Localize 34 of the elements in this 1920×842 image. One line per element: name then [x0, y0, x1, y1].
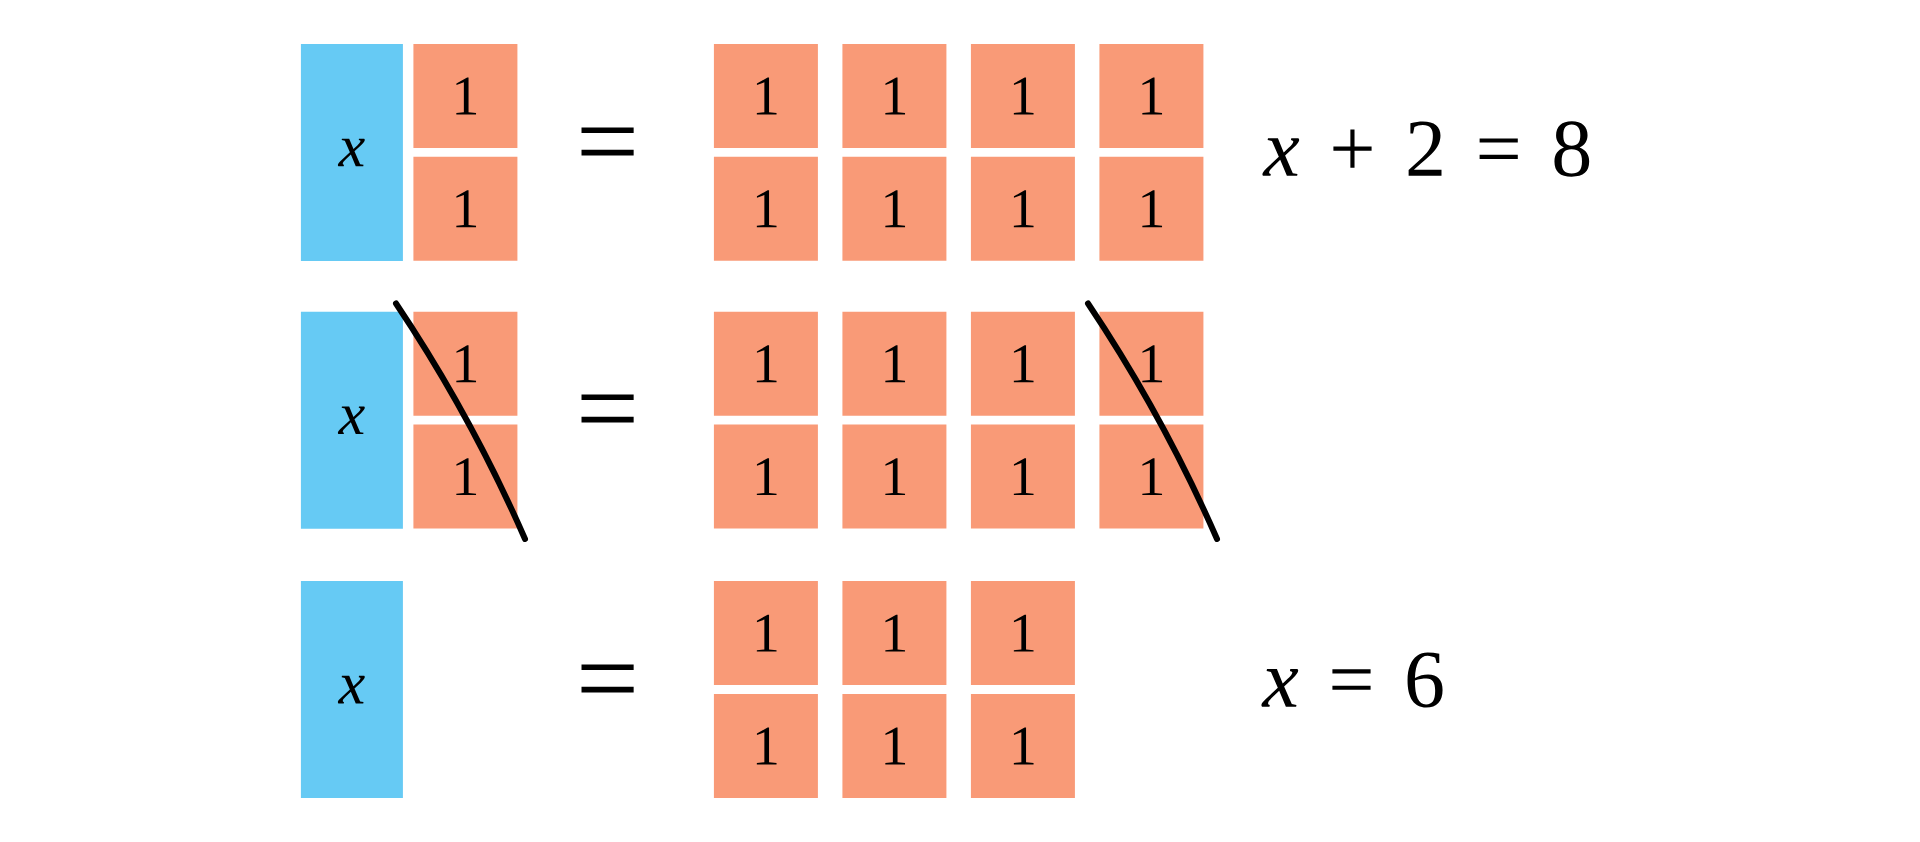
unit-tile: 1 [842, 424, 947, 529]
unit-tile: 1 [413, 43, 518, 148]
variable-tile: x [300, 581, 403, 799]
equation: x + 2 = 8 [1262, 121, 1590, 177]
unit-tile: 1 [1099, 311, 1204, 416]
unit-tile: 1 [970, 311, 1075, 416]
unit-tile: 1 [970, 581, 1075, 686]
unit-tile: 1 [413, 156, 518, 261]
unit-tile: 1 [713, 156, 818, 261]
unit-tile: 1 [842, 43, 947, 148]
unit-tile: 1 [842, 581, 947, 686]
unit-tile: 1 [713, 43, 818, 148]
unit-tile: 1 [713, 311, 818, 416]
unit-tile: 1 [842, 156, 947, 261]
unit-tile: 1 [713, 693, 818, 798]
equals-sign: = [581, 394, 634, 423]
unit-tile: 1 [970, 43, 1075, 148]
variable-tile: x [300, 43, 403, 261]
unit-tile: 1 [970, 424, 1075, 529]
unit-tile: 1 [970, 693, 1075, 798]
unit-tile: 1 [1099, 43, 1204, 148]
equals-sign: = [581, 127, 634, 156]
unit-tile: 1 [842, 311, 947, 416]
unit-tile: 1 [970, 156, 1075, 261]
unit-tile: 1 [413, 424, 518, 529]
unit-tile: 1 [842, 693, 947, 798]
unit-tile: 1 [1099, 424, 1204, 529]
variable-tile: x [300, 311, 403, 529]
unit-tile: 1 [713, 424, 818, 529]
equals-sign: = [581, 664, 634, 693]
unit-tile: 1 [413, 311, 518, 416]
unit-tile: 1 [1099, 156, 1204, 261]
equation: x = 6 [1261, 652, 1443, 708]
unit-tile: 1 [713, 581, 818, 686]
